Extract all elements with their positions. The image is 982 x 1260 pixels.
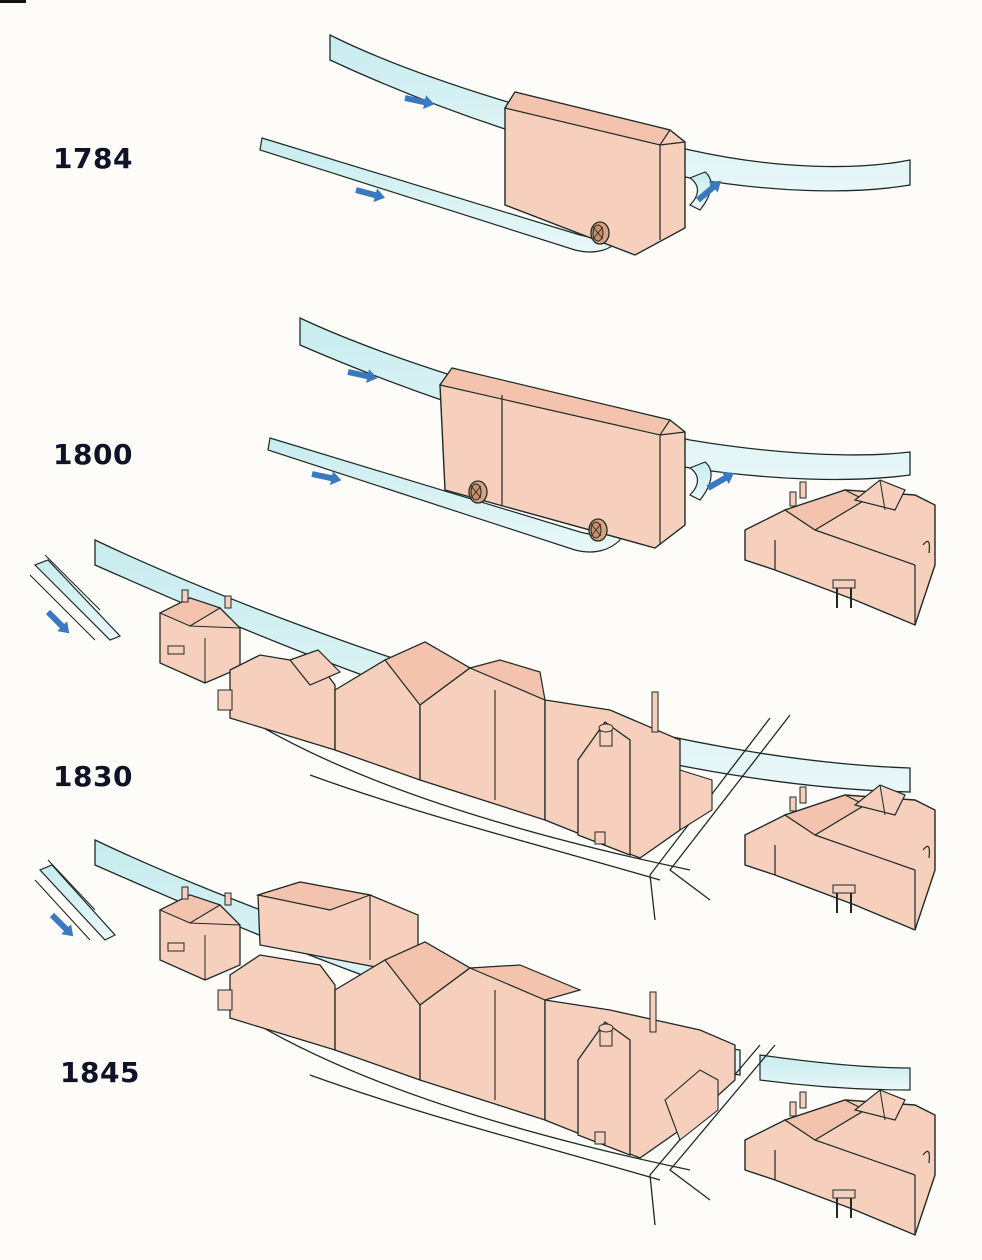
year-label-1830: 1830 — [53, 760, 133, 793]
stage-1784 — [259, 33, 911, 256]
road — [249, 1019, 776, 1226]
cottage-1845 — [159, 886, 241, 981]
flow-arrow-icon — [47, 910, 79, 942]
manor-house-1845 — [744, 1089, 936, 1236]
year-label-1845: 1845 — [60, 1056, 140, 1089]
mill-building-1800 — [438, 367, 686, 549]
manor-house-1800 — [744, 479, 936, 626]
wheel-icon — [590, 221, 610, 245]
year-label-1784: 1784 — [53, 142, 133, 175]
tailrace — [688, 461, 712, 501]
corner-mark — [0, 0, 26, 3]
canal — [33, 559, 122, 641]
flow-arrow-icon — [43, 607, 75, 639]
river — [94, 538, 911, 793]
mill-building-1784 — [504, 91, 686, 256]
cottage-1830 — [159, 589, 241, 684]
stage-1830 — [29, 538, 936, 931]
stage-1800 — [267, 316, 936, 626]
manor-house-1830 — [744, 784, 936, 931]
road — [249, 714, 791, 921]
year-label-1800: 1800 — [53, 438, 133, 471]
mill-complex-1830 — [217, 641, 713, 859]
wheel-icon — [468, 480, 488, 504]
stage-1845 — [34, 838, 936, 1236]
wheel-icon — [588, 518, 608, 542]
mill-complex-1845 — [217, 881, 736, 1159]
tailrace — [688, 171, 712, 211]
canal — [38, 864, 116, 941]
